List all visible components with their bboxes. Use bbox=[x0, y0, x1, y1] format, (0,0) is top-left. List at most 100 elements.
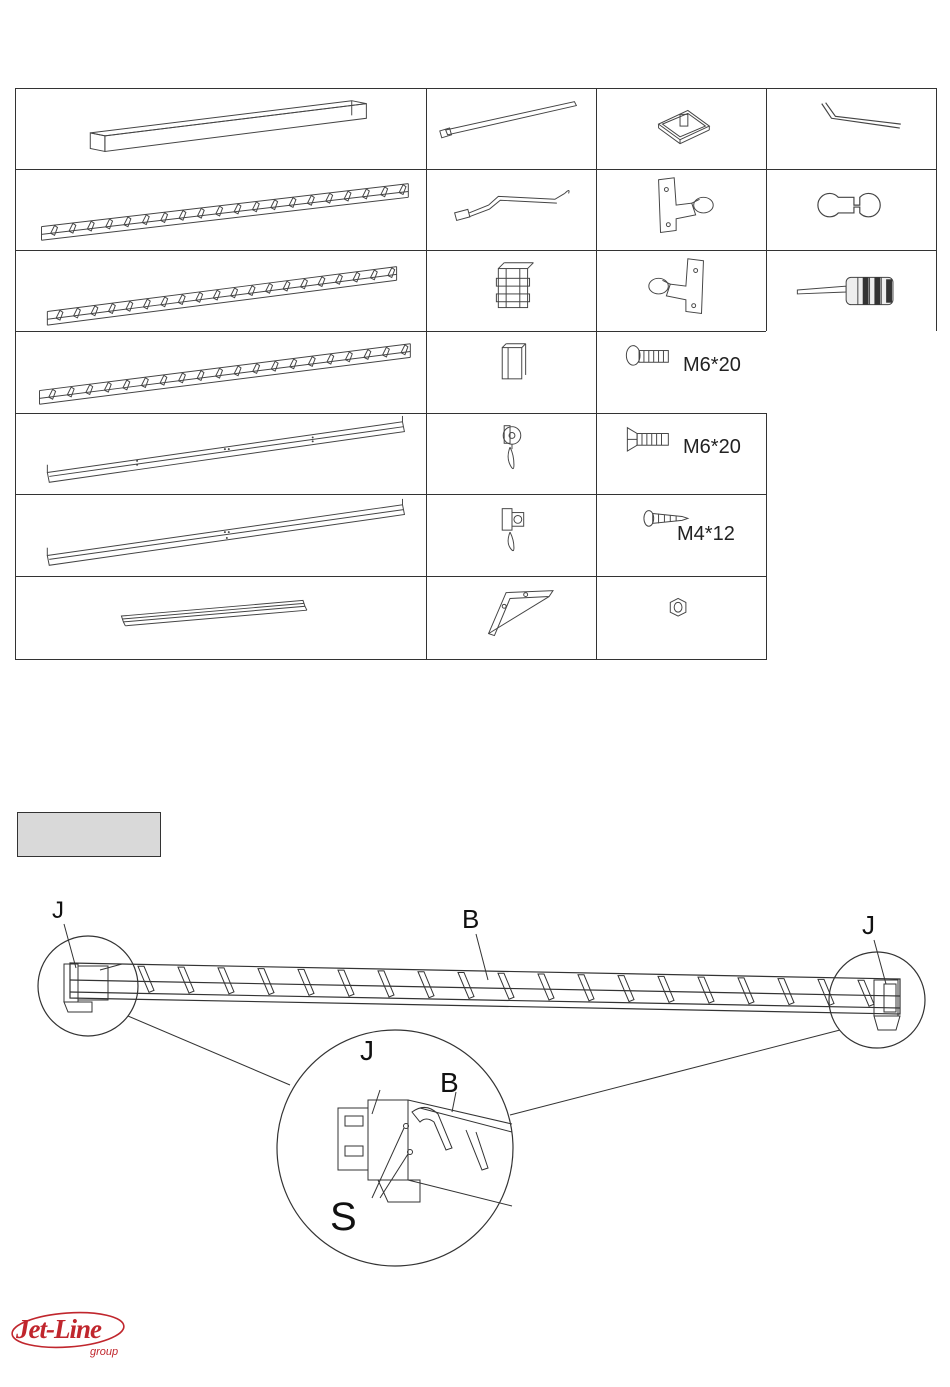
rail-hook bbox=[253, 364, 260, 374]
assembly-hook bbox=[298, 969, 314, 995]
rail-hook bbox=[364, 350, 371, 360]
assembly-hook bbox=[658, 976, 674, 1002]
rail-hook bbox=[49, 389, 56, 399]
rail-hook bbox=[271, 361, 278, 371]
detail-circle-right bbox=[829, 952, 925, 1048]
part-cell-hook-rail-right bbox=[15, 250, 427, 332]
allen-key-drawing bbox=[767, 89, 936, 169]
rail-hook bbox=[213, 290, 220, 300]
square-tube-beam-drawing bbox=[16, 89, 426, 169]
rail-hook bbox=[301, 279, 308, 289]
hook-rail-long-drawing bbox=[16, 332, 426, 413]
rail-hook bbox=[179, 373, 186, 383]
hook-rail-right-drawing bbox=[16, 251, 426, 331]
assembly-hook bbox=[778, 979, 794, 1005]
rail-hook bbox=[124, 217, 131, 227]
part-cell-pulley bbox=[426, 413, 597, 495]
button-head-screw-label: M6*20 bbox=[683, 354, 741, 377]
left-end-block bbox=[64, 964, 122, 1012]
rail-hook bbox=[344, 191, 351, 201]
assembly-hook bbox=[138, 966, 154, 992]
part-cell-small-bracket bbox=[426, 331, 597, 414]
rail-hook bbox=[326, 193, 333, 203]
part-cell-bracket-left bbox=[596, 250, 767, 332]
rail-hook bbox=[91, 306, 98, 316]
rail-hook bbox=[399, 185, 406, 195]
part-cell-pulley-bracket bbox=[426, 494, 597, 577]
rail-hook bbox=[51, 226, 58, 236]
hook-rail-left-drawing bbox=[16, 170, 426, 250]
rail-hook bbox=[248, 286, 255, 296]
part-cell-c-channel-short bbox=[15, 494, 427, 577]
step-label-box bbox=[17, 812, 161, 857]
rail-hook bbox=[252, 202, 259, 212]
bracket-right-drawing bbox=[597, 170, 766, 250]
part-cell-countersunk-screw: M6*20 bbox=[596, 413, 767, 495]
empty-cell bbox=[766, 331, 937, 414]
rail-hook bbox=[86, 385, 93, 395]
part-cell-tapping-screw: M4*12 bbox=[596, 494, 767, 577]
part-cell-corner-gusset bbox=[426, 576, 597, 660]
rail-hook bbox=[216, 206, 223, 216]
rail-hook bbox=[161, 213, 168, 223]
rail-hook bbox=[308, 357, 315, 367]
rail-hook bbox=[234, 366, 241, 376]
rail-hook bbox=[381, 187, 388, 197]
assembly-hook bbox=[538, 974, 554, 1000]
part-cell-allen-key bbox=[766, 88, 937, 170]
c-channel-long-drawing bbox=[16, 414, 426, 494]
main-rail bbox=[70, 963, 900, 1014]
rail-hook bbox=[216, 368, 223, 378]
pulley-bracket-drawing bbox=[427, 495, 596, 576]
assembly-hook bbox=[378, 971, 394, 997]
cover-strip-drawing bbox=[16, 577, 426, 659]
assembly-hook bbox=[178, 967, 194, 993]
part-cell-screwdriver bbox=[766, 250, 937, 332]
assembly-hook bbox=[618, 976, 634, 1002]
pulley-drawing bbox=[427, 414, 596, 494]
bracket-left-drawing bbox=[597, 251, 766, 331]
part-cell-mounting-plate bbox=[596, 88, 767, 170]
part-cell-hook-rail-left bbox=[15, 169, 427, 251]
mounting-plate-drawing bbox=[597, 89, 766, 169]
tapping-screw-label: M4*12 bbox=[677, 523, 735, 546]
rail-hook bbox=[141, 378, 148, 388]
assembly-hook bbox=[458, 972, 474, 998]
end-block-drawing bbox=[427, 251, 596, 331]
rail-hook bbox=[161, 297, 168, 307]
rail-hook bbox=[362, 189, 369, 199]
logo-name: Jet-Line bbox=[16, 1314, 101, 1345]
part-cell-cover-strip bbox=[15, 576, 427, 660]
assembly-hook bbox=[338, 970, 354, 996]
rail-hook bbox=[56, 310, 63, 320]
part-cell-button-head-screw: M6*20 bbox=[596, 331, 767, 414]
rod-drawing bbox=[427, 89, 596, 169]
callout-j-left: J bbox=[52, 897, 64, 924]
rail-hook bbox=[283, 281, 290, 291]
rail-hook bbox=[197, 371, 204, 381]
rail-hook bbox=[345, 352, 352, 362]
rail-hook bbox=[266, 283, 273, 293]
countersunk-screw-label: M6*20 bbox=[683, 436, 741, 459]
rail-hook bbox=[234, 204, 241, 214]
part-cell-square-tube bbox=[15, 88, 427, 170]
small-bracket-drawing bbox=[427, 332, 596, 413]
part-cell-bracket-right bbox=[596, 169, 767, 251]
rail-hook bbox=[307, 195, 314, 205]
rail-hook bbox=[383, 347, 390, 357]
assembly-hook bbox=[498, 973, 514, 999]
rail-hook bbox=[160, 375, 167, 385]
part-cell-hex-nut bbox=[596, 576, 767, 660]
zoom-detail-drawing bbox=[338, 1090, 512, 1206]
rail-hook bbox=[388, 268, 395, 278]
rail-hook bbox=[318, 277, 325, 287]
rail-hook bbox=[87, 221, 94, 231]
rail-hook bbox=[104, 382, 111, 392]
c-channel-short-drawing bbox=[16, 495, 426, 576]
rail-hook bbox=[290, 359, 297, 369]
part-cell-hook-rail-long bbox=[15, 331, 427, 414]
assembly-hook bbox=[578, 975, 594, 1001]
callout-b-top: B bbox=[462, 904, 479, 934]
crank-handle-drawing bbox=[427, 170, 596, 250]
rail-hook bbox=[353, 272, 360, 282]
